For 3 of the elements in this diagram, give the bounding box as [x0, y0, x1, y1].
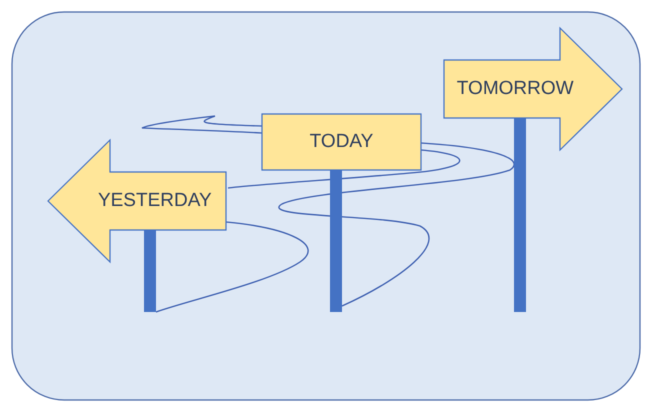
sign-label: TOMORROW — [456, 78, 574, 100]
sign-label: TODAY — [310, 131, 374, 153]
sign-label: YESTERDAY — [98, 190, 212, 212]
